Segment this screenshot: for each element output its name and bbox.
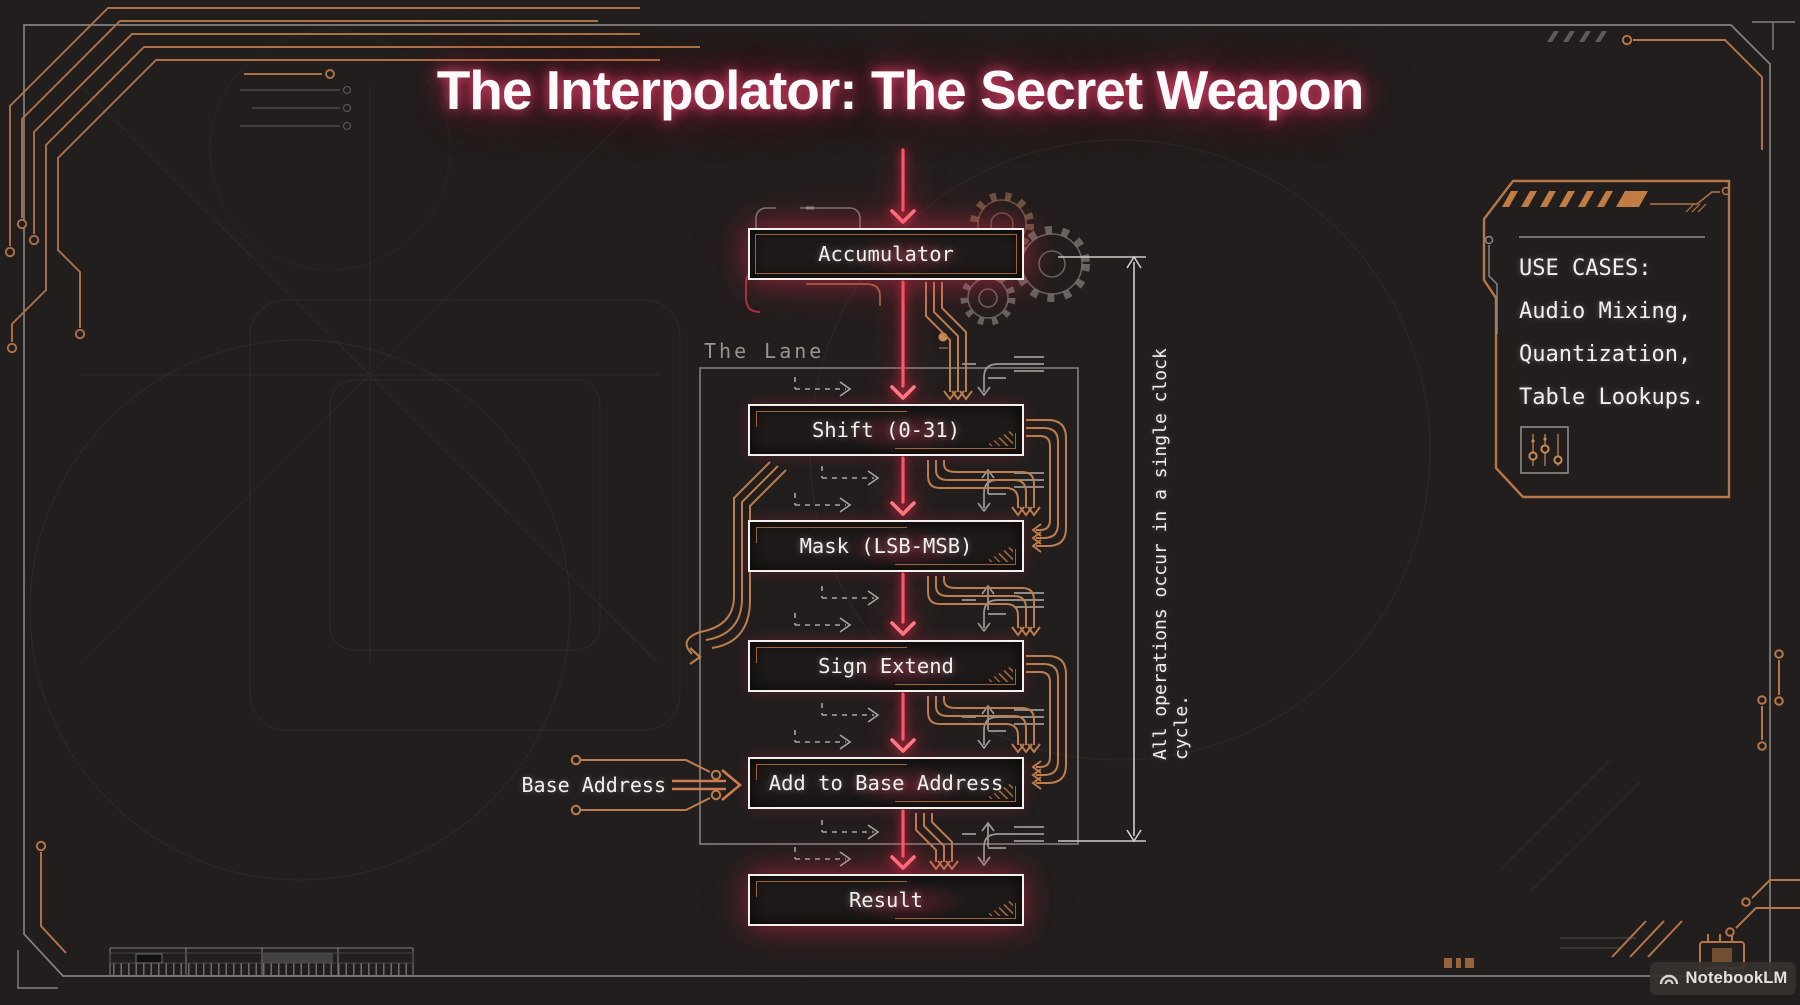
flow-box-mask: Mask (LSB-MSB) xyxy=(748,520,1024,572)
corner-hatch-decoration xyxy=(985,545,1013,562)
lane-label: The Lane xyxy=(704,339,825,363)
notebooklm-logo-icon xyxy=(1659,974,1678,984)
corner-hatch-decoration xyxy=(985,429,1013,446)
page-title: The Interpolator: The Secret Weapon xyxy=(436,59,1365,121)
flow-box-label: Sign Extend xyxy=(818,654,954,678)
flow-box-label: Shift (0-31) xyxy=(811,418,961,442)
left-bundle xyxy=(685,461,787,665)
dimension-line xyxy=(1058,255,1146,843)
s-bundle xyxy=(927,460,1041,754)
red-flow-arrows xyxy=(890,148,916,870)
flow-box-accumulator: Accumulator xyxy=(748,228,1024,280)
use-case-item: Quantization, xyxy=(1519,342,1692,367)
slider-mixer-icon xyxy=(1520,426,1569,474)
circuit-stubs-gray xyxy=(240,85,352,131)
flow-box-shift: Shift (0-31) xyxy=(748,404,1024,456)
background-texture xyxy=(29,29,1641,893)
base-address-label: Base Address xyxy=(521,773,667,797)
flow-box-add-base-address: Add to Base Address xyxy=(748,757,1024,809)
circuit-top-left xyxy=(4,7,700,354)
ruler-decoration xyxy=(109,947,414,975)
use-cases-heading: USE CASES: xyxy=(1519,256,1652,281)
cycle-annotation: All operations occur in a single clock c… xyxy=(1150,348,1192,760)
flow-box-label: Add to Base Address xyxy=(768,771,1004,795)
use-case-item: Table Lookups. xyxy=(1519,385,1705,410)
frame-border xyxy=(17,21,1795,989)
circuit-bottom-right xyxy=(1444,649,1800,976)
flow-box-label: Mask (LSB-MSB) xyxy=(799,534,973,558)
circuit-top-right xyxy=(1621,34,1763,150)
frame-chevrons-icon xyxy=(1547,31,1607,42)
corner-hatch-decoration xyxy=(985,665,1013,682)
flow-box-result: Result xyxy=(748,874,1024,926)
hatch-bars-icon xyxy=(1502,191,1648,207)
dashed-arrow xyxy=(794,377,880,867)
use-case-item: Audio Mixing, xyxy=(1519,299,1692,324)
lane-container-border xyxy=(699,367,1079,845)
base-address-traces xyxy=(570,754,743,816)
notebooklm-watermark: NotebookLM xyxy=(1650,962,1796,995)
watermark-label: NotebookLM xyxy=(1685,969,1788,987)
up-arrow-icon xyxy=(981,468,995,847)
circuit-bottom-left xyxy=(35,840,67,954)
right-loop-bundle xyxy=(1026,419,1067,790)
flow-box-label: Result xyxy=(848,888,924,912)
flow-box-sign-extend: Sign Extend xyxy=(748,640,1024,692)
use-cases-panel-border xyxy=(1482,179,1731,499)
flow-box-label: Accumulator xyxy=(818,242,954,266)
copper-trace-bundles xyxy=(570,282,1067,871)
corner-hatch-decoration xyxy=(985,899,1013,916)
